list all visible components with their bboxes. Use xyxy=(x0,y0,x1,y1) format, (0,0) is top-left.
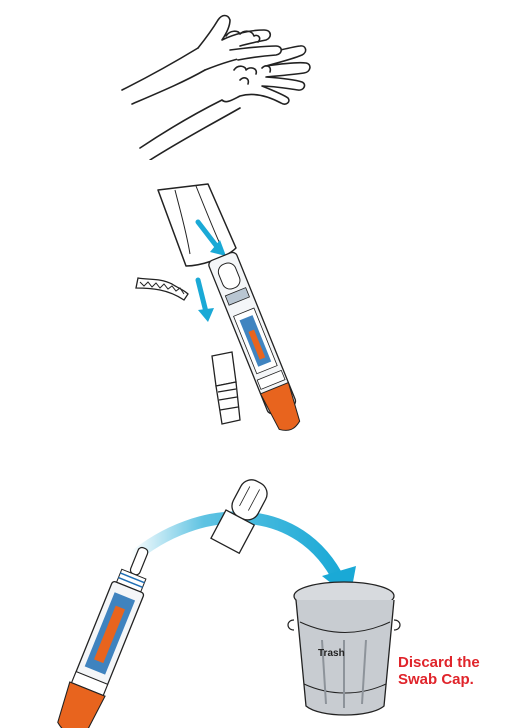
wash-hands-step xyxy=(0,0,506,160)
hand-washing-icon xyxy=(0,0,506,160)
arrow-head-2 xyxy=(198,308,214,322)
callout-line-1: Discard the xyxy=(398,654,480,671)
discard-illustration: Trash xyxy=(0,470,506,728)
swab-cap xyxy=(212,352,240,424)
swab-stick xyxy=(52,541,162,728)
trash-can-icon: Trash xyxy=(288,582,400,715)
callout-line-2: Swab Cap. xyxy=(398,671,480,688)
swab-pouch-icon xyxy=(0,170,506,460)
discard-cap-step: Trash xyxy=(0,470,506,728)
open-swab-pouch-step xyxy=(0,170,506,460)
discard-callout: Discard the Swab Cap. xyxy=(398,654,480,688)
trash-label: Trash xyxy=(318,648,345,659)
